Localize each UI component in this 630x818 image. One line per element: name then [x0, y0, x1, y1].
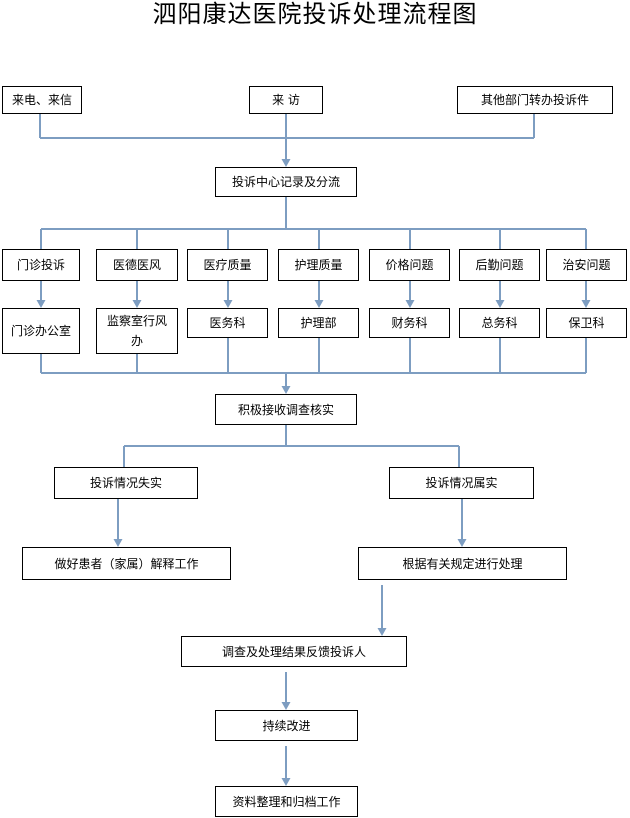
arrowhead-icon: [281, 702, 291, 710]
category-box: 门诊投诉: [2, 249, 80, 281]
department-box: 财务科: [369, 308, 450, 338]
department-box: 监察室行风办: [96, 308, 178, 354]
feedback-to-complainant-box: 调查及处理结果反馈投诉人: [181, 636, 407, 667]
department-box: 保卫科: [546, 308, 627, 338]
investigate-box: 积极接收调查核实: [215, 394, 357, 425]
category-box: 后勤问题: [459, 249, 540, 281]
arrowhead-icon: [132, 300, 142, 308]
department-box: 护理部: [278, 308, 359, 338]
arrowhead-icon: [281, 159, 291, 167]
arrowhead-icon: [281, 386, 291, 394]
source-transfer-box: 其他部门转办投诉件: [457, 86, 613, 114]
arrowhead-icon: [581, 300, 591, 308]
arrowhead-icon: [405, 300, 415, 308]
page-title: 泗阳康达医院投诉处理流程图: [152, 0, 478, 28]
source-visit-box: 来 访: [249, 86, 323, 114]
arrowhead-icon: [281, 778, 291, 786]
source-phone-letter-box: 来电、来信: [2, 86, 82, 114]
category-box: 医德医风: [96, 249, 178, 281]
department-box: 门诊办公室: [2, 308, 80, 354]
arrowhead-icon: [377, 628, 387, 636]
department-box: 总务科: [459, 308, 540, 338]
arrowhead-icon: [314, 300, 324, 308]
record-and-triage-box: 投诉中心记录及分流: [215, 167, 357, 197]
arrowhead-icon: [223, 300, 233, 308]
arrowhead-icon: [457, 539, 467, 547]
category-box: 价格问题: [369, 249, 450, 281]
outcome-false-box: 投诉情况失实: [54, 467, 198, 499]
category-box: 治安问题: [546, 249, 627, 281]
arrowhead-icon: [495, 300, 505, 308]
archive-box: 资料整理和归档工作: [215, 786, 358, 817]
continuous-improvement-box: 持续改进: [215, 710, 358, 741]
arrowhead-icon: [36, 300, 46, 308]
arrowhead-icon: [113, 539, 123, 547]
handle-per-regulations-box: 根据有关规定进行处理: [358, 547, 567, 580]
category-box: 医疗质量: [187, 249, 268, 281]
explain-to-patient-box: 做好患者（家属）解释工作: [22, 547, 231, 580]
outcome-true-box: 投诉情况属实: [389, 467, 534, 499]
department-box: 医务科: [187, 308, 268, 338]
category-box: 护理质量: [278, 249, 359, 281]
